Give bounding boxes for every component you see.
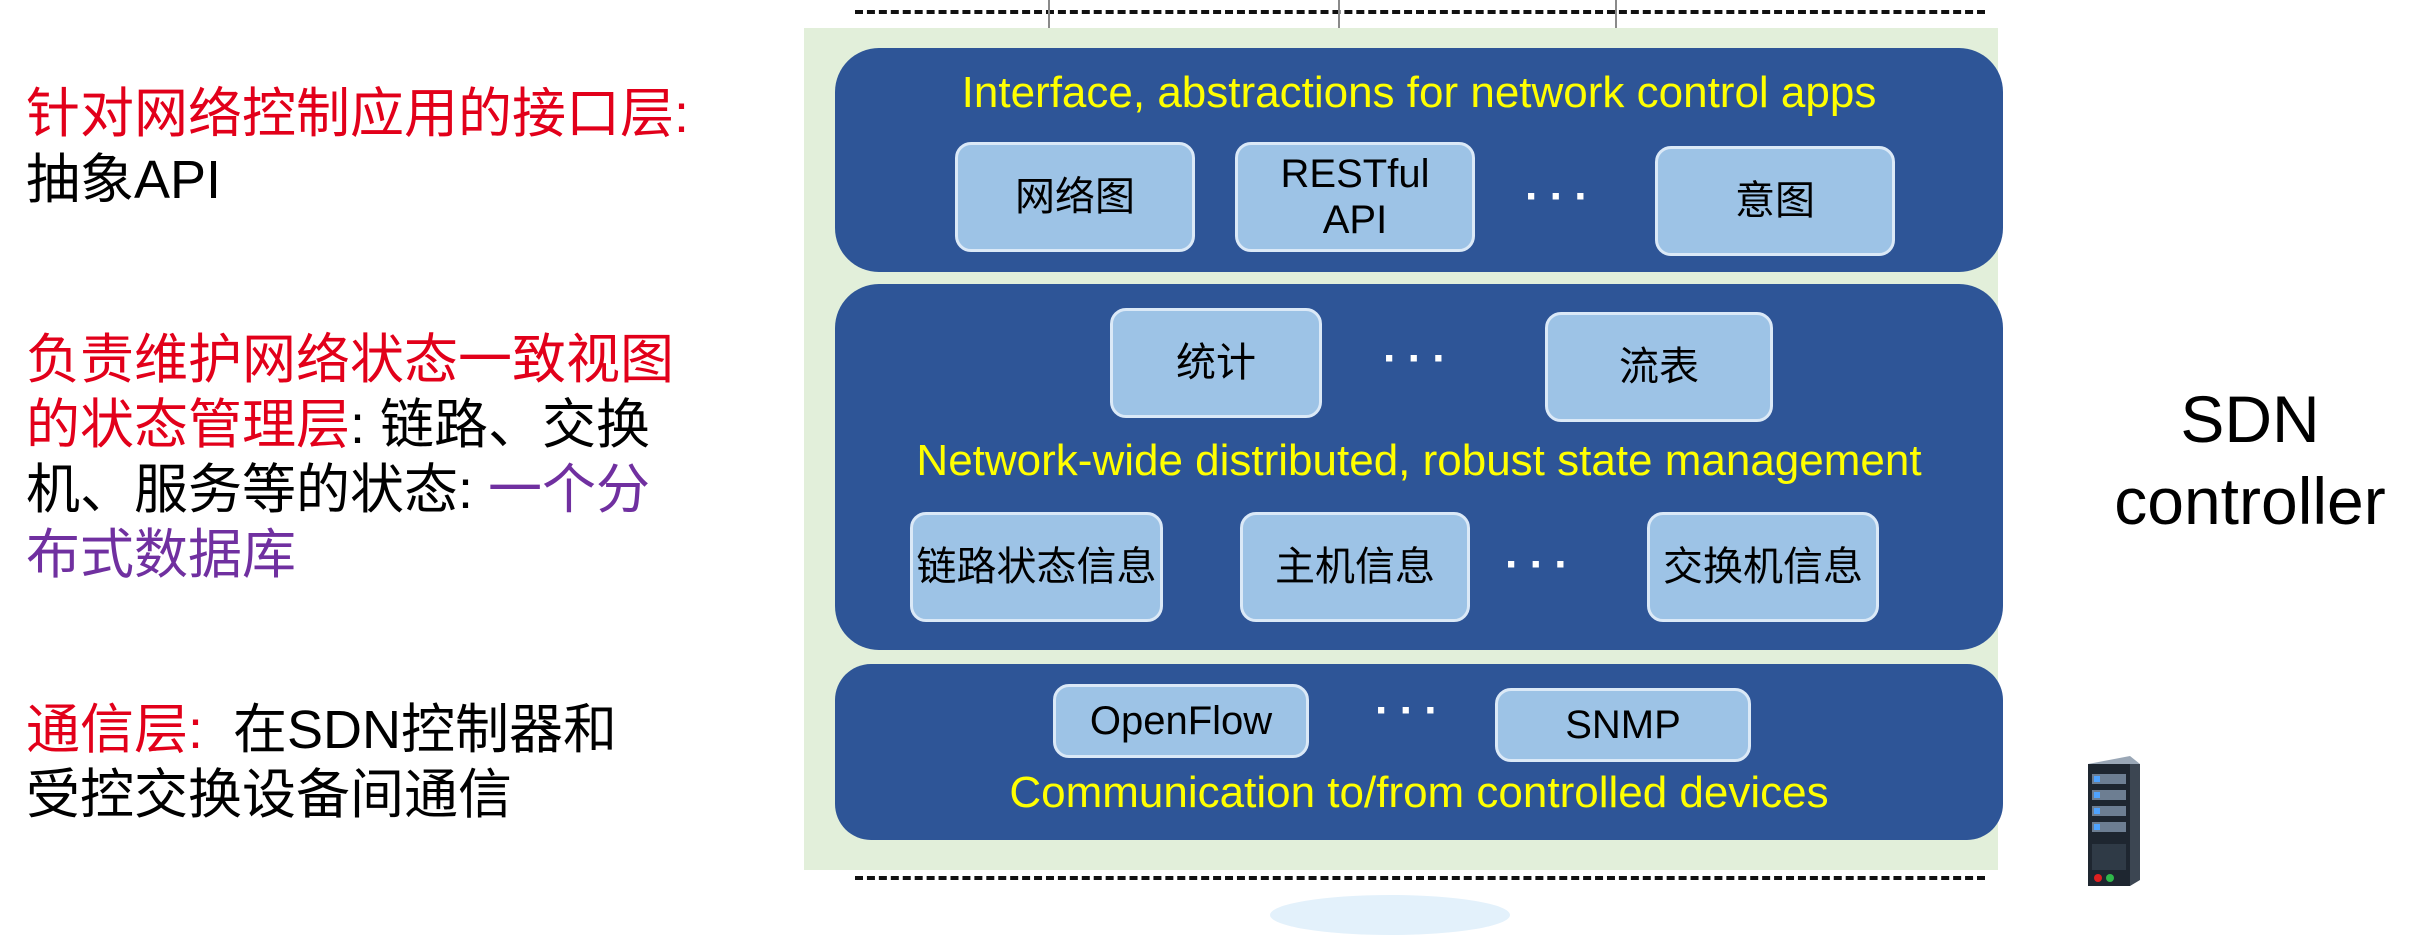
comm-layer-title: 通信层: xyxy=(26,700,204,760)
box-restful-api: RESTful API xyxy=(1235,142,1475,252)
state-management-layer: 统计 ··· 流表 Network-wide distributed, robu… xyxy=(835,284,2003,650)
state-layer-line3: 机、服务等的状态: 一个分 xyxy=(26,460,650,520)
server-icon xyxy=(2088,756,2140,886)
box-intent: 意图 xyxy=(1655,146,1895,256)
interface-layer-title: Interface, abstractions for network cont… xyxy=(961,68,1877,117)
connector-line xyxy=(1048,0,1050,50)
comm-layer-desc: 在SDN控制器和 xyxy=(203,700,618,760)
state-layer-line2: 的状态管理层: 链路、交换 xyxy=(26,395,650,455)
ellipsis: ··· xyxy=(1383,334,1457,383)
state-layer-desc: : 链路、交换 xyxy=(350,395,651,455)
app-layer-desc: 抽象API xyxy=(26,150,222,210)
interface-layer: Interface, abstractions for network cont… xyxy=(835,48,2003,272)
connector-line xyxy=(1338,0,1340,50)
communication-layer-title: Communication to/from controlled devices xyxy=(1009,768,1829,817)
box-network-graph: 网络图 xyxy=(955,142,1195,252)
state-layer-desc2: 机、服务等的状态: xyxy=(26,460,489,520)
sdn-controller-label: SDN controller xyxy=(2100,378,2400,542)
state-layer-db: 一个分 xyxy=(488,460,651,520)
top-dashed-boundary xyxy=(855,10,1985,14)
sdn-label-line1: SDN xyxy=(2180,382,2320,456)
app-layer-title: 针对网络控制应用的接口层: xyxy=(26,84,690,144)
comm-layer-line2: 受控交换设备间通信 xyxy=(26,765,512,825)
state-layer-title: Network-wide distributed, robust state m… xyxy=(916,436,1922,485)
box-host-info: 主机信息 xyxy=(1240,512,1470,622)
communication-layer: OpenFlow ··· SNMP Communication to/from … xyxy=(835,664,2003,840)
ellipsis: ··· xyxy=(1375,686,1449,735)
box-link-state-info: 链路状态信息 xyxy=(910,512,1163,622)
sdn-label-line2: controller xyxy=(2114,464,2386,538)
box-flow-table: 流表 xyxy=(1545,312,1773,422)
box-switch-info: 交换机信息 xyxy=(1647,512,1879,622)
network-arc xyxy=(1270,895,1510,935)
connector-line xyxy=(1615,0,1617,50)
state-layer-name: 的状态管理层 xyxy=(26,395,350,455)
comm-layer-line1: 通信层: 在SDN控制器和 xyxy=(26,700,617,760)
state-layer-line4: 布式数据库 xyxy=(26,525,296,585)
ellipsis: ··· xyxy=(1525,172,1599,221)
state-layer-line1: 负责维护网络状态一致视图 xyxy=(26,330,674,390)
ellipsis: ··· xyxy=(1505,540,1579,589)
box-statistics: 统计 xyxy=(1110,308,1322,418)
bottom-dashed-boundary xyxy=(855,876,1985,880)
box-openflow: OpenFlow xyxy=(1053,684,1309,758)
box-snmp: SNMP xyxy=(1495,688,1751,762)
